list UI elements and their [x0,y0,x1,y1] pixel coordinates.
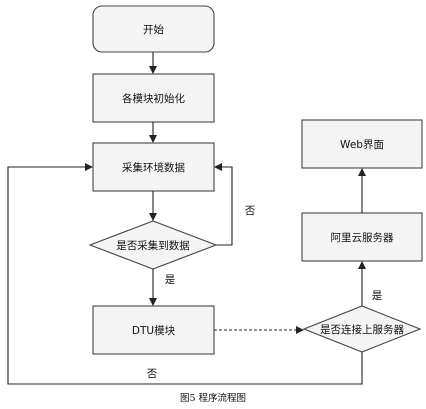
figure-caption: 图5 程序流程图 [180,392,246,404]
edge-label-connected-no: 否 [147,368,158,380]
web-node: Web界面 [301,119,423,169]
check-connected-decision: 是否连接上服务器 [302,305,422,353]
init-node-label: 各模块初始化 [122,92,185,105]
collect-node-label: 采集环境数据 [122,161,185,174]
web-node-label: Web界面 [340,139,384,151]
edge-label-collected-yes: 是 [165,274,176,286]
check-collected-decision: 是否采集到数据 [88,220,218,270]
collect-node: 采集环境数据 [92,142,215,192]
edge-label-collected-no: 否 [245,205,256,217]
dtu-node-label: DTU模块 [132,325,176,337]
aliyun-node-label: 阿里云服务器 [331,231,394,244]
check-collected-label: 是否采集到数据 [116,239,190,252]
aliyun-node: 阿里云服务器 [301,212,423,262]
dtu-node: DTU模块 [92,305,215,355]
init-node: 各模块初始化 [92,73,215,123]
edge-check-no-loop [214,163,233,246]
start-node-label: 开始 [143,23,164,36]
start-node: 开始 [92,5,215,53]
edge-connected-no-loop [7,163,363,385]
edge-label-connected-yes: 是 [372,290,383,302]
check-connected-label: 是否连接上服务器 [320,323,404,336]
